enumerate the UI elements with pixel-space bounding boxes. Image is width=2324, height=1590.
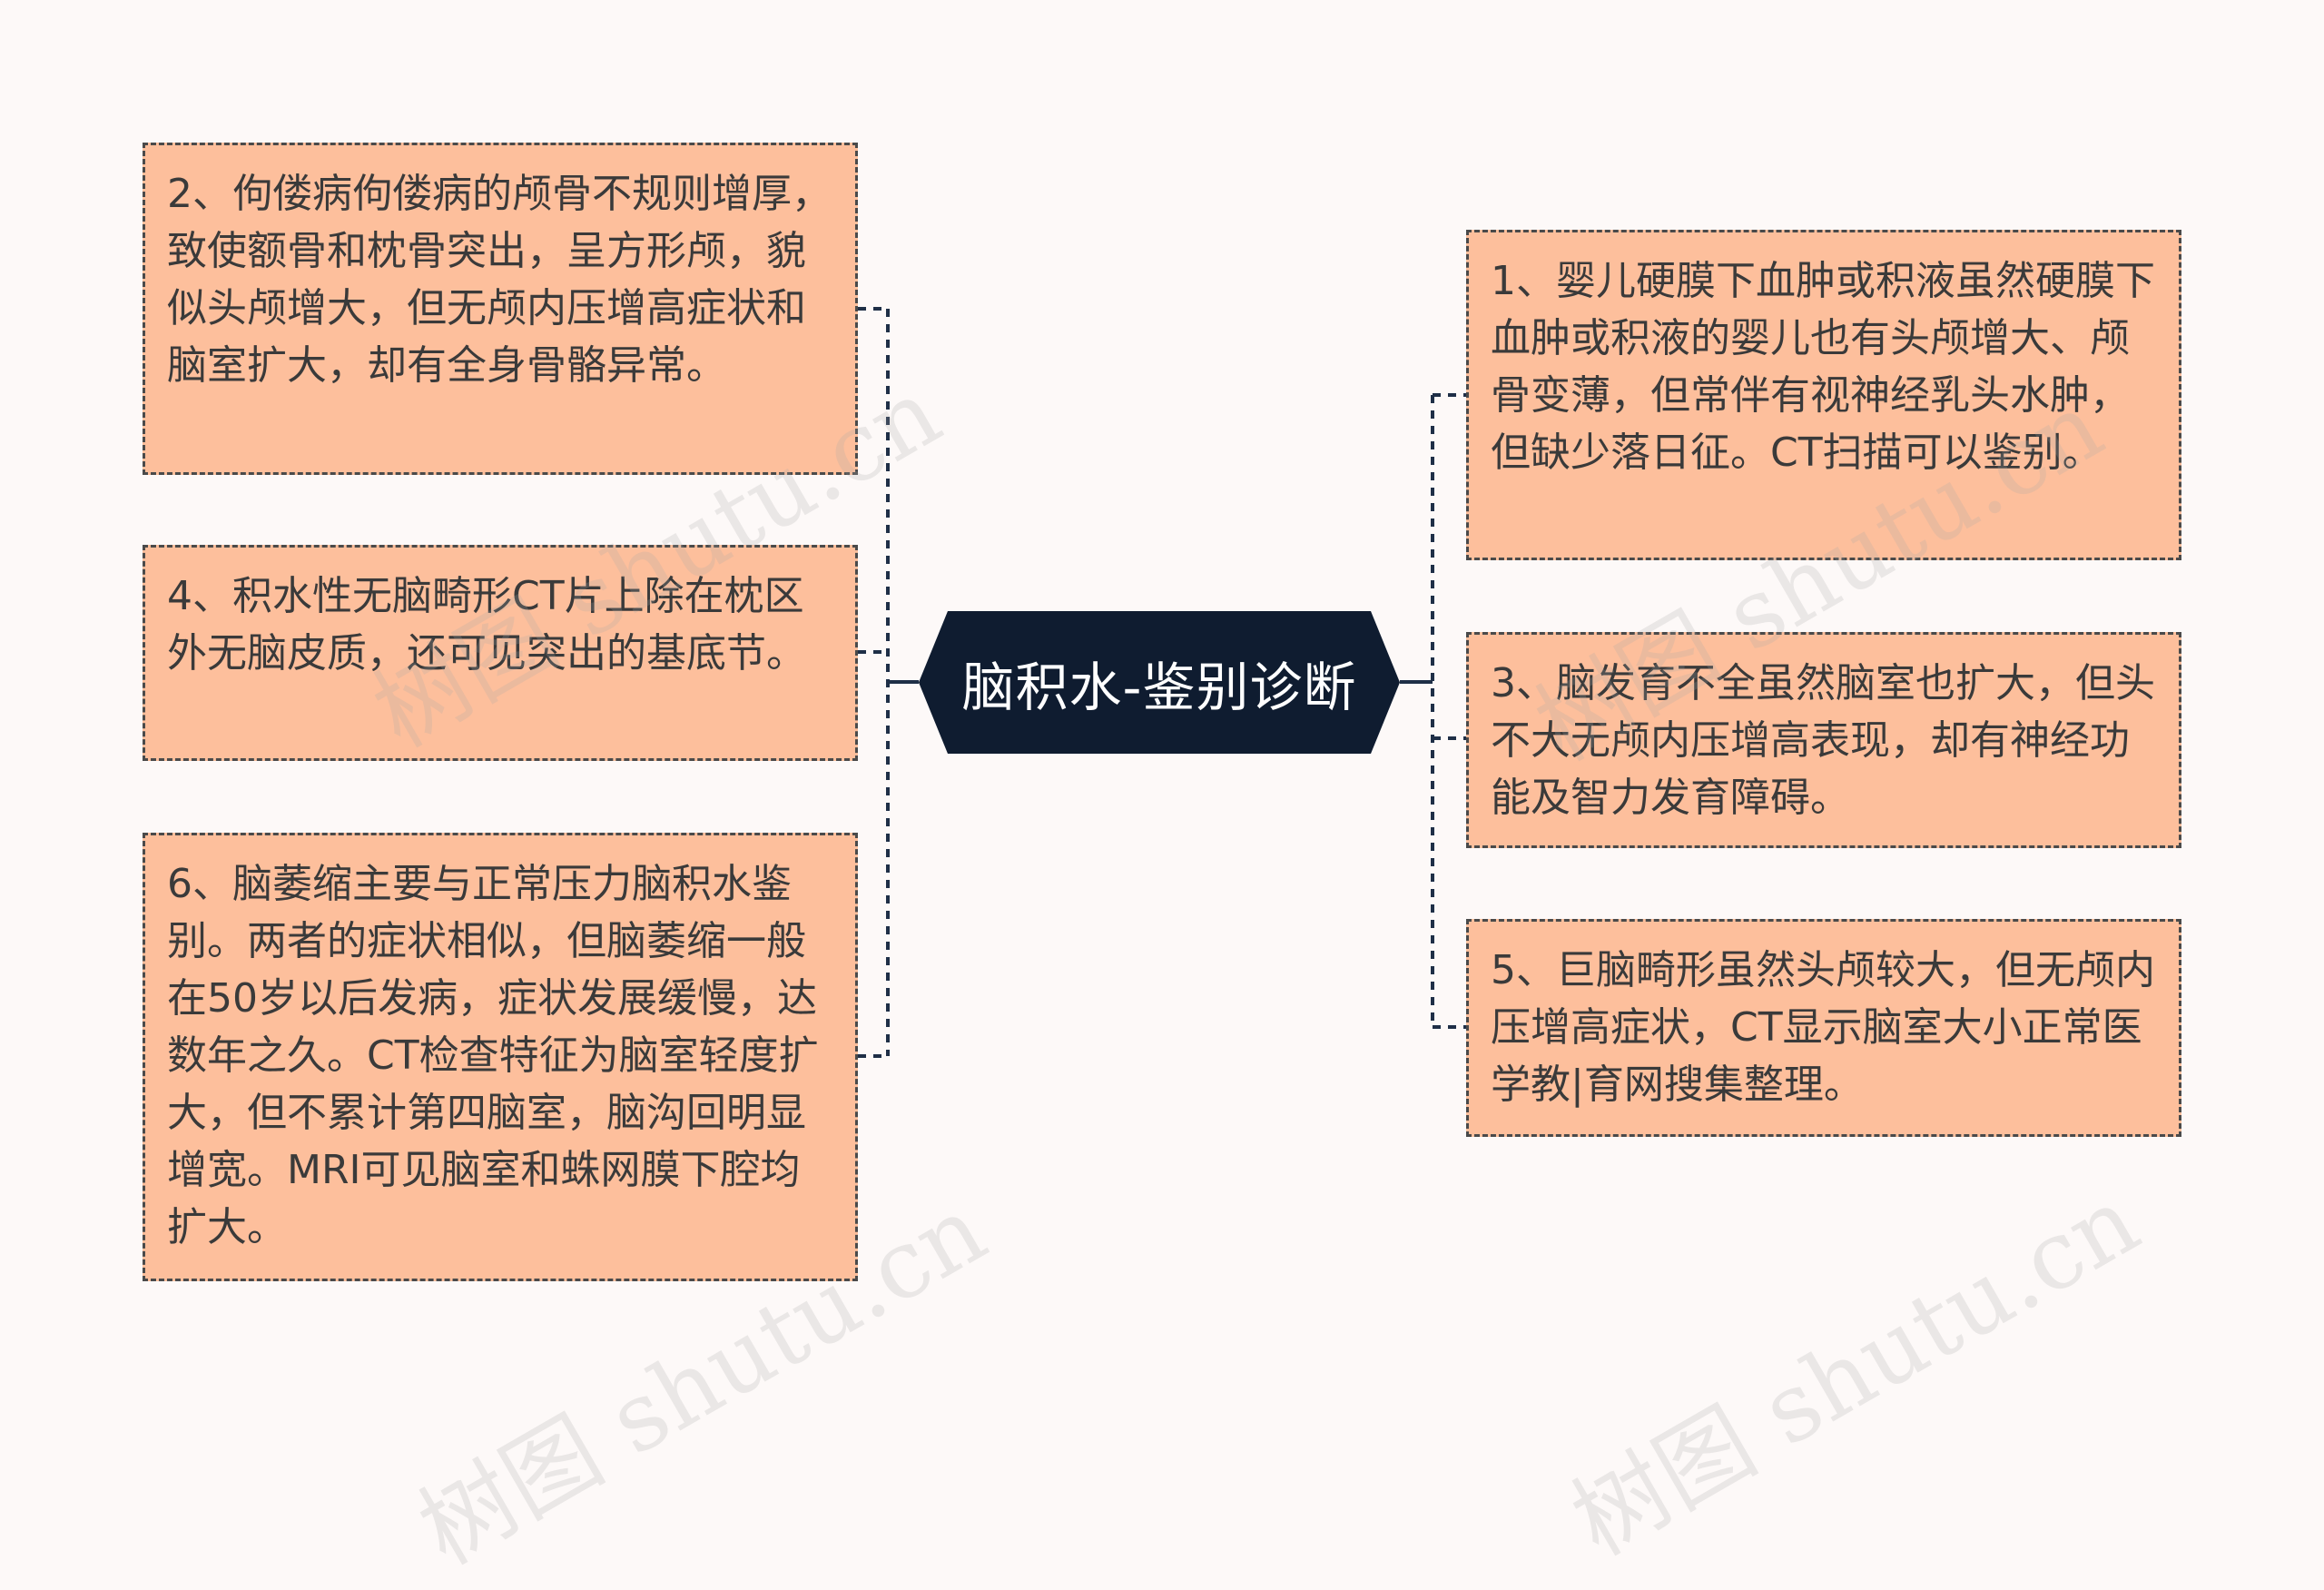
right-node-1-text: 1、婴儿硬膜下血肿或积液虽然硬膜下血肿或积液的婴儿也有头颅增大、颅骨变薄，但常伴… — [1491, 258, 2155, 476]
center-title: 脑积水-鉴别诊断 — [961, 656, 1357, 718]
right-node-1[interactable]: 1、婴儿硬膜下血肿或积液虽然硬膜下血肿或积液的婴儿也有头颅增大、颅骨变薄，但常伴… — [1466, 230, 2181, 560]
left-node-2[interactable]: 2、佝偻病佝偻病的颅骨不规则增厚，致使额骨和枕骨突出，呈方形颅，貌似头颅增大，但… — [143, 143, 858, 475]
left-node-2-text: 2、佝偻病佝偻病的颅骨不规则增厚，致使额骨和枕骨突出，呈方形颅，貌似头颅增大，但… — [167, 171, 832, 389]
right-node-5[interactable]: 5、巨脑畸形虽然头颅较大，但无颅内压增高症状，CT显示脑室大小正常医学教|育网搜… — [1466, 919, 2181, 1137]
center-hexagon — [919, 611, 1400, 754]
right-node-5-text: 5、巨脑畸形虽然头颅较大，但无颅内压增高症状，CT显示脑室大小正常医学教|育网搜… — [1491, 947, 2155, 1108]
left-node-6-text: 6、脑萎缩主要与正常压力脑积水鉴别。两者的症状相似，但脑萎缩一般在50岁以后发病… — [167, 861, 819, 1250]
right-node-3-text: 3、脑发育不全虽然脑室也扩大，但头不大无颅内压增高表现，却有神经功能及智力发育障… — [1491, 660, 2155, 821]
center-node[interactable]: 脑积水-鉴别诊断 — [919, 611, 1400, 754]
left-node-6[interactable]: 6、脑萎缩主要与正常压力脑积水鉴别。两者的症状相似，但脑萎缩一般在50岁以后发病… — [143, 833, 858, 1281]
left-node-4-text: 4、积水性无脑畸形CT片上除在枕区外无脑皮质，还可见突出的基底节。 — [167, 573, 806, 676]
left-node-4[interactable]: 4、积水性无脑畸形CT片上除在枕区外无脑皮质，还可见突出的基底节。 — [143, 545, 858, 761]
right-node-3[interactable]: 3、脑发育不全虽然脑室也扩大，但头不大无颅内压增高表现，却有神经功能及智力发育障… — [1466, 632, 2181, 848]
connector-lines — [858, 307, 1466, 1058]
